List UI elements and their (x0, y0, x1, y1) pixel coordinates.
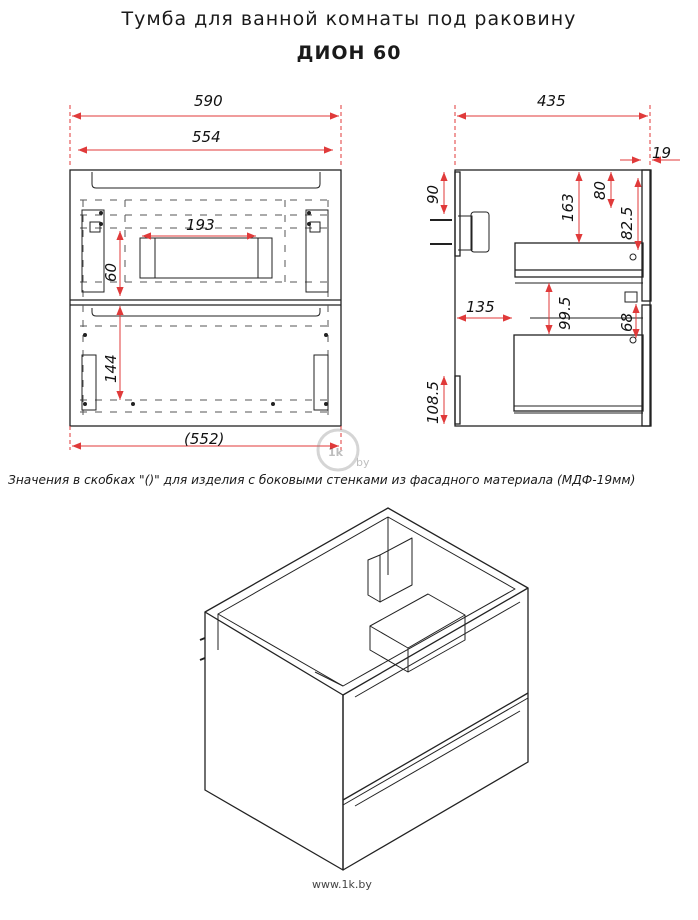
dim-top-rail: 60 (102, 263, 120, 282)
dim-overall-width: 590 (194, 92, 223, 110)
dim-top-drawer: 80 (591, 181, 609, 200)
dim-upper-gap: 82.5 (618, 207, 636, 240)
dim-handle-height: 68 (618, 313, 636, 332)
dim-top-offset: 90 (424, 185, 442, 204)
side-outline (454, 169, 651, 427)
watermark-logo: 1k by (316, 428, 370, 472)
watermark-url: www.1k.by (312, 878, 372, 891)
model-name: ДИОН 60 (296, 42, 402, 64)
cabinet-outline (69, 169, 342, 427)
dim-inner-width: 554 (192, 128, 221, 146)
dim-mid-height: 99.5 (556, 297, 574, 330)
dim-hole-spacing: 193 (186, 216, 215, 234)
dim-bottom-rail: 144 (102, 354, 120, 383)
front-view (69, 169, 342, 427)
dim-drain-height: 163 (559, 193, 577, 222)
side-dimension-lines (440, 105, 680, 424)
dim-bottom-offset: 108.5 (424, 381, 442, 424)
dim-depth: 435 (537, 92, 566, 110)
page-title: Тумба для ванной комнаты под раковину (121, 8, 577, 30)
dim-lower-depth: 135 (466, 298, 495, 316)
svg-text:by: by (356, 456, 370, 469)
isometric-view (199, 507, 529, 871)
footnote: Значения в скобках "()" для изделия с бо… (8, 473, 636, 487)
dim-alt-width: (552) (184, 430, 224, 448)
front-dimension-lines (69, 105, 342, 450)
dim-front-thickness: 19 (652, 144, 671, 162)
svg-text:1k: 1k (328, 446, 344, 459)
